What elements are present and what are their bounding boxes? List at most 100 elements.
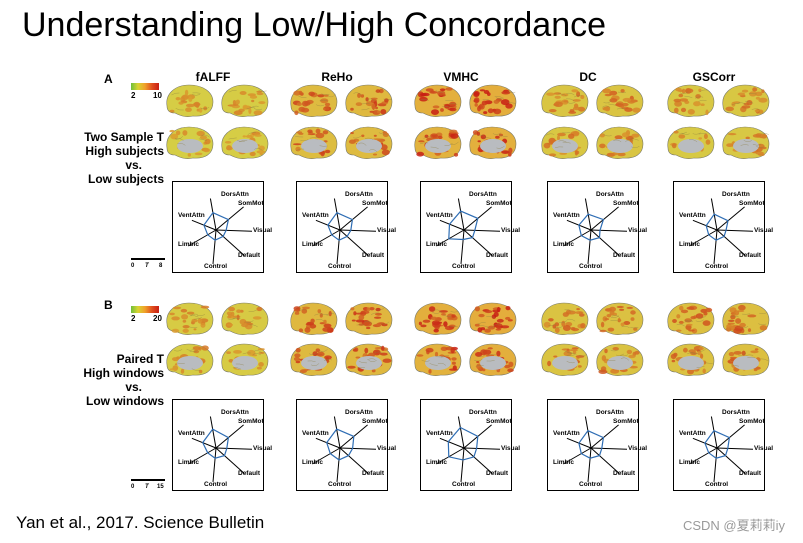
radar-axis-default [590, 229, 620, 256]
radar-axis-default [339, 229, 369, 256]
brain-medial-left-a-vmhc [414, 126, 462, 159]
radar-axis-visual [215, 229, 253, 232]
panel-a-colorbar-min: 2 [131, 91, 136, 100]
network-label-visual: Visual [253, 445, 273, 452]
brain-lateral-right-a-vmhc [469, 84, 517, 117]
radar-axis-sommot [339, 206, 368, 231]
radar-axis-default [590, 447, 620, 474]
network-label-ventattn: VentAttn [679, 212, 706, 219]
network-label-sommot: SomMot [238, 200, 264, 207]
panel-b-colorbar-max: 20 [153, 314, 162, 323]
radar-polygon [448, 210, 479, 241]
brain-medial-left-a-dc [541, 126, 589, 159]
brain-lateral-right-a-gscorr [722, 84, 770, 117]
radar-axis-visual [590, 229, 628, 232]
panel-b-t-scale-line [131, 479, 165, 481]
radar-polygon [327, 211, 354, 241]
radar-axis-dorsattn [209, 198, 217, 231]
radar-axis-visual [463, 229, 501, 232]
network-label-sommot: SomMot [486, 418, 512, 425]
column-label-dc: DC [579, 70, 597, 84]
network-label-default: Default [613, 470, 636, 477]
radar-axis-sommot [590, 424, 619, 449]
panel-b-colorbar-min: 2 [131, 314, 136, 323]
network-label-limbic: Limbic [426, 459, 447, 466]
brain-medial-right-b-reho [345, 343, 393, 376]
radar-axis-visual [463, 447, 501, 450]
network-label-visual: Visual [501, 227, 521, 234]
brain-medial-left-b-gscorr [667, 343, 715, 376]
network-label-default: Default [613, 252, 636, 259]
network-label-default: Default [238, 470, 261, 477]
radar-axis-dorsattn [333, 416, 341, 449]
radar-axis-dorsattn [584, 416, 592, 449]
panel-b-t-scale-mid: T [145, 484, 149, 490]
panel-a-t-scale-min: 0 [131, 263, 135, 269]
radar-polygon [705, 213, 729, 241]
brain-lateral-left-a-gscorr [667, 84, 715, 117]
radar-axis-control [460, 447, 465, 482]
slide-title: Understanding Low/High Concordance [22, 6, 607, 44]
network-label-limbic: Limbic [553, 241, 574, 248]
radar-axis-visual [590, 447, 628, 450]
brain-lateral-right-a-reho [345, 84, 393, 117]
radar-axis-dorsattn [457, 198, 465, 231]
network-label-sommot: SomMot [739, 418, 765, 425]
radar-axis-ventattn [692, 219, 718, 231]
brain-medial-left-a-gscorr [667, 126, 715, 159]
panel-a-t-scale-max: 8 [159, 263, 163, 269]
brain-lateral-right-b-gscorr [722, 302, 770, 335]
brain-medial-right-a-dc [596, 126, 644, 159]
network-label-limbic: Limbic [302, 241, 323, 248]
panel-a-colorbar-max: 10 [153, 91, 162, 100]
network-label-ventattn: VentAttn [178, 430, 205, 437]
network-label-dorsattn: DorsAttn [722, 191, 750, 198]
network-label-ventattn: VentAttn [426, 212, 453, 219]
brain-medial-right-a-reho [345, 126, 393, 159]
panel-a-label-line: Low subjects [87, 172, 164, 186]
panel-a-comparison-label: Two Sample T High subjects vs. Low subje… [14, 130, 164, 186]
network-label-ventattn: VentAttn [679, 430, 706, 437]
radar-axis-control [460, 229, 465, 264]
brain-lateral-right-a-falff [221, 84, 269, 117]
radar-axis-control [587, 447, 592, 482]
network-label-control: Control [579, 263, 603, 270]
column-label-vmhc: VMHC [443, 70, 479, 84]
brain-medial-right-a-falff [221, 126, 269, 159]
brain-lateral-right-b-vmhc [469, 302, 517, 335]
network-label-dorsattn: DorsAttn [596, 409, 624, 416]
radar-axis-sommot [716, 424, 745, 449]
radar-axis-control [336, 229, 341, 264]
radar-axis-dorsattn [710, 416, 718, 449]
network-label-dorsattn: DorsAttn [596, 191, 624, 198]
network-label-sommot: SomMot [486, 200, 512, 207]
panel-a-label-line: High subjects [85, 144, 164, 158]
network-label-visual: Visual [754, 227, 774, 234]
brain-medial-left-b-vmhc [414, 343, 462, 376]
watermark: CSDN @夏莉莉iy [682, 518, 785, 533]
radar-axis-sommot [215, 206, 244, 231]
radar-axis-limbic [563, 229, 592, 247]
network-label-dorsattn: DorsAttn [469, 191, 497, 198]
radar-axis-ventattn [315, 437, 341, 449]
radar-axis-default [716, 229, 746, 256]
network-label-sommot: SomMot [238, 418, 264, 425]
panel-a-letter: A [104, 72, 113, 86]
column-label-falff: fALFF [195, 70, 231, 84]
radar-axis-ventattn [191, 437, 217, 449]
radar-axis-ventattn [439, 437, 465, 449]
panel-b-label-line: vs. [125, 380, 142, 394]
network-label-control: Control [452, 481, 476, 488]
network-label-ventattn: VentAttn [426, 430, 453, 437]
network-label-ventattn: VentAttn [302, 212, 329, 219]
panel-b-comparison-label: Paired T High windows vs. Low windows [14, 352, 164, 408]
panel-a-colorbar: 2 10 [131, 83, 171, 101]
network-label-visual: Visual [628, 445, 648, 452]
network-label-visual: Visual [501, 445, 521, 452]
column-label-gscorr: GSCorr [692, 70, 736, 84]
